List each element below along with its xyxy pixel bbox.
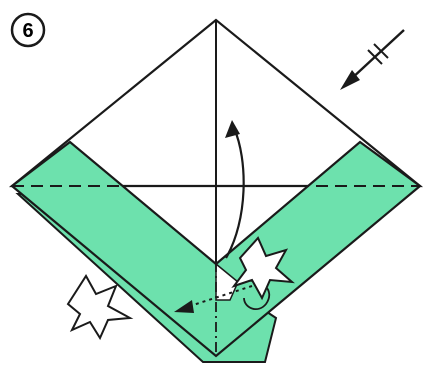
step-number-badge: 6 (12, 14, 44, 46)
step-number: 6 (22, 20, 33, 42)
flip-arrow-icon (340, 30, 404, 90)
